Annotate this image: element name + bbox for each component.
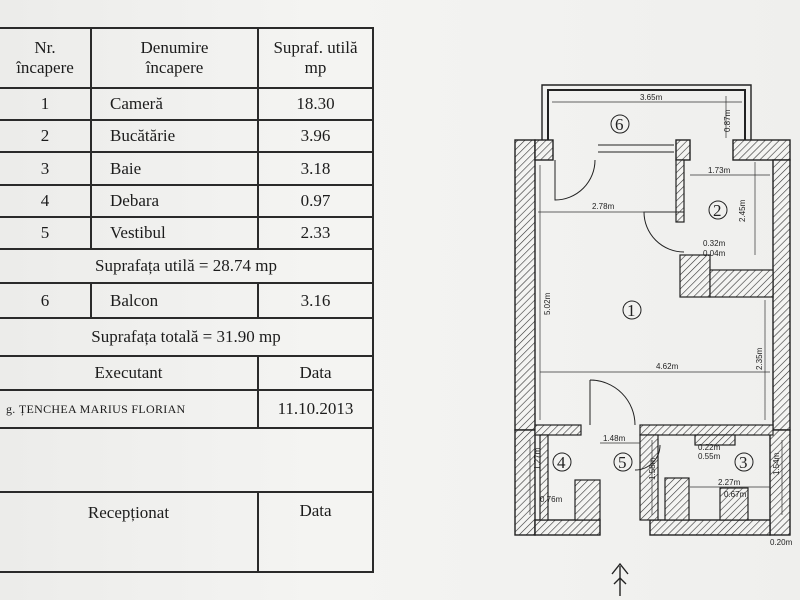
executant-date: 11.10.2013 [277,399,354,418]
dim-hall-depth: 1.58m [648,457,657,480]
dimension-lines [529,96,783,515]
dim-wall-a: 0.32m [703,239,726,248]
dim-bath-a: 0.22m [698,443,721,452]
door-swings [554,144,685,471]
dim-hall-width: 1.48m [603,434,626,443]
table-line [0,119,374,121]
dim-balcony-depth: 0.87m [723,109,732,132]
table-border-right [372,27,374,573]
table-line [0,87,374,89]
dim-corner: 0.20m [770,538,793,547]
room-name: Cameră [110,94,163,113]
room-name: Bucătărie [110,126,176,145]
room-label-6: 6 [615,115,624,134]
table-col-line [257,27,259,250]
dim-room-depth-left: 5.02m [543,292,552,315]
balcony-number: 6 [40,290,50,310]
room-number-circles [552,114,754,472]
dim-kitchen-depth: 2.45m [738,199,747,222]
room-area: 2.33 [300,223,331,242]
balcony-rail [541,84,752,140]
room-label-2: 2 [713,201,722,220]
room-number: 5 [40,223,50,242]
table-col-line [90,27,92,250]
table-col-line [257,491,259,573]
room-name: Baie [110,158,142,178]
table-line [0,151,374,153]
table-line [0,216,374,218]
table-col-line [257,282,259,319]
balcony-area: 3.16 [300,290,331,310]
table-line [0,282,374,284]
useful-area-total: Suprafața utilă = 28.74 mp [95,256,277,275]
table-col-line [90,282,92,319]
table-border-bottom [0,571,374,573]
interior-walls [534,159,774,521]
floor-plan: 3.65m 0.87m 1.73m 2.45m 2.78m 5.02m 2.35… [500,80,800,600]
dim-bath-b: 0.55m [698,452,721,461]
dim-room-width-top: 2.78m [592,202,615,211]
table-line [0,184,374,186]
room-area: 0.97 [300,191,331,210]
room-label-5: 5 [618,453,627,472]
room-area: 3.96 [300,126,331,145]
balcony-outline [547,89,746,140]
dim-bath-width: 2.27m [718,478,741,487]
executant-date-label: Data [299,363,332,382]
room-label-1: 1 [627,301,636,320]
room-number: 4 [40,191,50,210]
room-number: 1 [40,94,50,113]
table-line [0,355,374,357]
floor-plan-drawing: 3.65m 0.87m 1.73m 2.45m 2.78m 5.02m 2.35… [514,84,793,596]
entrance-arrow-icon [611,562,629,596]
dim-room-depth-right: 2.35m [755,347,764,370]
room-area: 18.30 [296,94,335,113]
dim-closet-depth: 1.27m [533,447,542,470]
total-area: Suprafața totală = 31.90 mp [91,327,281,346]
room-number: 2 [40,126,50,145]
dim-room-width-bottom: 4.62m [656,362,679,371]
header-room-number: Nr. încapere [16,38,74,77]
receptionat-date-label: Data [299,501,332,520]
dim-bath-c: 0.67m [724,490,747,499]
receptionat-label: Recepționat [87,503,170,522]
executant-name: g. ȚENCHEA MARIUS FLORIAN [6,402,186,416]
dim-kitchen-width: 1.73m [708,166,731,175]
balcony-name: Balcon [110,290,159,310]
dim-wall-b: 0.04m [703,249,726,258]
table-line [0,491,374,493]
dim-bath-depth: 1.54m [772,452,781,475]
table-col-line [257,355,259,429]
room-name: Debara [110,191,160,210]
room-area-table: Nr. încapere Denumire încapere Supraf. u… [0,27,374,573]
room-area: 3.18 [300,158,331,178]
dim-closet-width: 0.76m [540,495,563,504]
table-line [0,248,374,250]
room-number: 3 [40,158,50,178]
table-line [0,317,374,319]
table-line [0,389,374,391]
table-border-top [0,27,374,29]
header-useful-area: Supraf. utilă mp [273,38,358,77]
room-label-4: 4 [557,453,566,472]
dim-balcony-width: 3.65m [640,93,663,102]
room-name: Vestibul [110,223,166,242]
table-line [0,427,374,429]
header-room-name: Denumire încapere [140,38,209,77]
room-label-3: 3 [739,453,748,472]
executant-label: Executant [94,363,163,382]
